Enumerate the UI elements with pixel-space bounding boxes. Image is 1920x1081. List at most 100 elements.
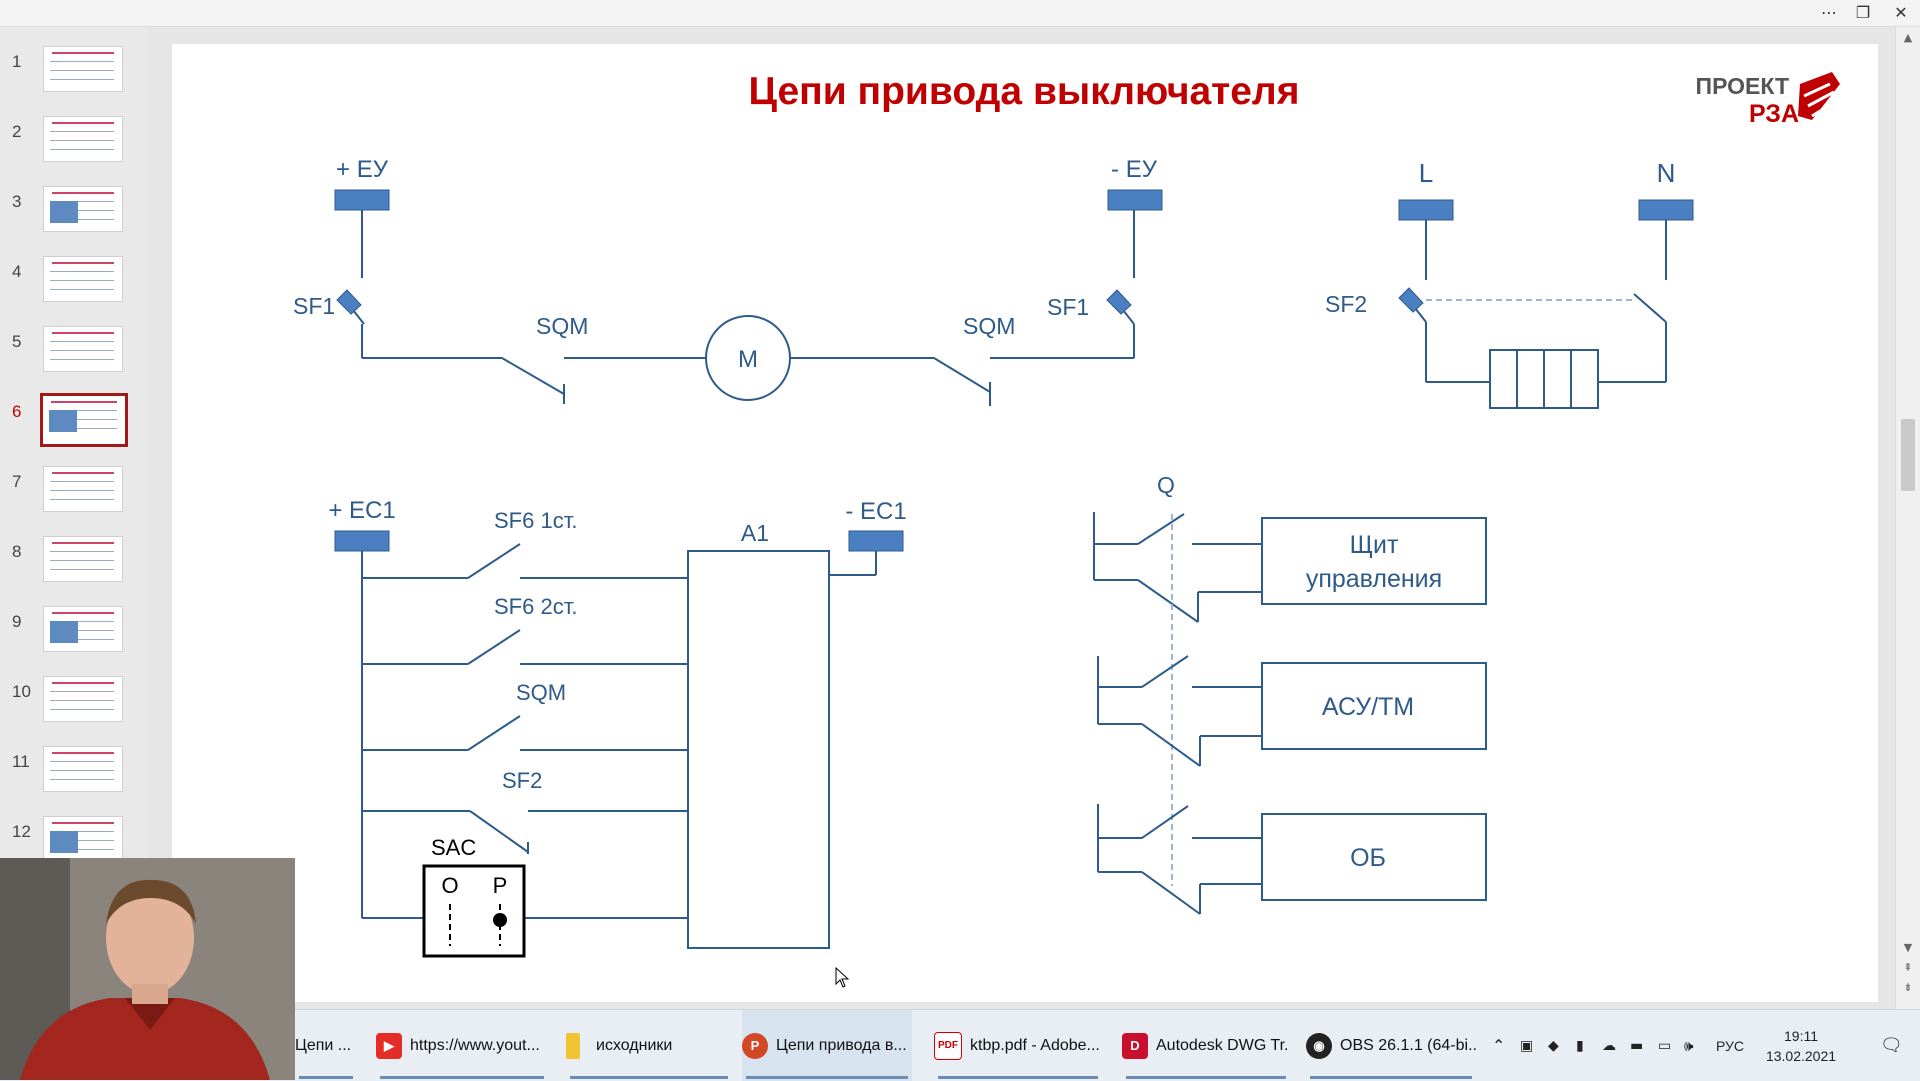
slide-thumbnail-10[interactable]: 10 (0, 674, 148, 730)
slide-thumbnail-3[interactable]: 3 (0, 184, 148, 240)
heater-circuit (1403, 220, 1667, 409)
vertical-scrollbar[interactable]: ▲ ▼ ⇞ ⇟ (1895, 27, 1920, 1009)
clock-time: 19:11 (1784, 1027, 1818, 1044)
output-panel-line2: управления (1306, 565, 1442, 593)
sf2-heater-label: SF2 (1325, 291, 1367, 317)
slide-preview (43, 46, 123, 92)
bus-minus-ec1: - ЕС1 (845, 498, 906, 525)
aux-q-label: Q (1157, 472, 1175, 498)
language-indicator[interactable]: РУС (1716, 1037, 1745, 1054)
slide-preview (43, 606, 123, 652)
sac-position-r: Р (493, 873, 508, 898)
slide-number: 2 (12, 122, 22, 141)
webcam-overlay (0, 858, 295, 1080)
network-icon[interactable]: ▭ (1658, 1037, 1672, 1054)
microphone-icon[interactable]: ▮ (1576, 1037, 1584, 1054)
slide-number: 12 (12, 822, 31, 841)
slide-preview (43, 116, 123, 162)
slide-preview (43, 466, 123, 512)
slide-preview (43, 746, 123, 792)
control-terminals (334, 530, 904, 552)
slide-title: Цепи привода выключателя (749, 70, 1300, 113)
motor-label: M (738, 346, 758, 373)
slide-thumbnail-7[interactable]: 7 (0, 464, 148, 520)
more-options-icon[interactable]: ⋯ (1821, 3, 1837, 22)
restore-window-icon[interactable]: ❐ (1855, 3, 1871, 22)
contact-label-3: SQM (516, 680, 566, 705)
slide-thumbnail-12[interactable]: 12 (0, 814, 148, 859)
taskbar-label: Цепи привода в... (776, 1036, 907, 1054)
taskbar-item-pdf[interactable]: PDF ktbp.pdf - Adobe... (934, 1010, 1102, 1081)
sqm-right-label: SQM (963, 313, 1015, 339)
sac-position-o: О (441, 873, 458, 898)
slide-preview (43, 816, 123, 859)
slide-thumbnail-11[interactable]: 11 (0, 744, 148, 800)
tray-app-icon[interactable]: ▣ (1520, 1037, 1534, 1054)
slide-thumbnail-5[interactable]: 5 (0, 324, 148, 380)
system-tray: ⌃ ▣ ◆ ▮ ☁ ▬ ▭ 🕪 РУС 19:11 13.02.2021 🗨 (1484, 1010, 1920, 1081)
dwg-trueview-icon: D (1122, 1032, 1148, 1059)
slide-thumbnail-1[interactable]: 1 (0, 44, 148, 100)
next-slide-icon[interactable]: ⇟ (1903, 981, 1913, 994)
slide-number: 9 (12, 612, 22, 631)
battery-icon[interactable]: ▬ (1630, 1037, 1644, 1054)
show-hidden-icons-icon[interactable]: ⌃ (1492, 1036, 1506, 1055)
slide-svg: Цепи привода выключателя ПРОЕКТ РЗА (293, 70, 1840, 958)
taskbar-label: Цепи ... (295, 1036, 352, 1054)
bus-plus-ec1: + ЕС1 (328, 497, 395, 524)
sqm-left-label: SQM (536, 313, 588, 339)
notifications-icon[interactable]: 🗨 (1880, 1035, 1903, 1056)
scroll-up-icon[interactable]: ▲ (1903, 31, 1913, 44)
slide-number: 4 (12, 262, 22, 281)
slide-preview (43, 256, 123, 302)
slide-canvas[interactable]: Цепи привода выключателя ПРОЕКТ РЗА (172, 44, 1878, 1002)
slide-preview (43, 326, 123, 372)
taskbar-item-folder[interactable]: исходники (566, 1010, 732, 1081)
bus-minus-ey: - ЕУ (1111, 156, 1158, 183)
slide-number: 8 (12, 542, 22, 561)
onedrive-icon[interactable]: ☁ (1602, 1037, 1616, 1054)
window-titlebar: ⋯ ❐ ✕ (0, 0, 1920, 27)
slide-thumbnail-8[interactable]: 8 (0, 534, 148, 590)
slide-number: 11 (12, 752, 30, 771)
aux-contacts (1093, 512, 1487, 915)
taskbar-label: Autodesk DWG Tr... (1156, 1036, 1290, 1054)
output-asu-tm: АСУ/ТМ (1322, 693, 1414, 721)
phase-l-label: L (1419, 158, 1433, 188)
logo-text-bottom: РЗА (1749, 100, 1799, 128)
slide-thumbnail-6[interactable]: 6 (0, 393, 148, 450)
slide-preview (43, 676, 123, 722)
clock[interactable]: 19:11 13.02.2021 (1762, 1028, 1840, 1064)
close-window-icon[interactable]: ✕ (1894, 3, 1908, 22)
output-ob: ОБ (1350, 844, 1386, 872)
taskbar-label: OBS 26.1.1 (64-bi... (1340, 1036, 1476, 1054)
taskbar-item-obs[interactable]: ◉ OBS 26.1.1 (64-bi... (1306, 1010, 1476, 1081)
motor-terminals (334, 189, 1163, 315)
previous-slide-icon[interactable]: ⇞ (1903, 961, 1913, 974)
sac-selector[interactable]: О Р (422, 864, 526, 958)
scroll-down-icon[interactable]: ▼ (1903, 941, 1913, 954)
slide-number: 10 (12, 682, 31, 701)
slide-preview (43, 186, 123, 232)
taskbar-item-youtube[interactable]: ▶ https://www.yout... (376, 1010, 548, 1081)
sf1-left-label: SF1 (293, 293, 335, 319)
project-rza-logo: ПРОЕКТ РЗА (1696, 72, 1840, 128)
slide-thumbnail-4[interactable]: 4 (0, 254, 148, 310)
taskbar-item-dwg[interactable]: D Autodesk DWG Tr... (1122, 1010, 1290, 1081)
sf1-right-label: SF1 (1047, 294, 1089, 320)
taskbar-item-powerpoint-small[interactable]: Цепи ... (295, 1010, 357, 1081)
dropbox-icon[interactable]: ◆ (1548, 1037, 1559, 1054)
volume-icon[interactable]: 🕪 (1684, 1036, 1694, 1055)
sac-label: SAC (431, 835, 476, 860)
slide-number: 5 (12, 332, 22, 351)
slide-number: 3 (12, 192, 22, 211)
taskbar-item-powerpoint[interactable]: P Цепи привода в... (742, 1010, 912, 1081)
slide-thumbnail-9[interactable]: 9 (0, 604, 148, 660)
clock-date: 13.02.2021 (1765, 1047, 1837, 1064)
scrollbar-thumb[interactable] (1901, 419, 1915, 491)
slide-thumbnail-2[interactable]: 2 (0, 114, 148, 170)
windows-taskbar: Цепи ... ▶ https://www.yout... исходники… (0, 1009, 1920, 1081)
control-circuit (361, 543, 877, 949)
slide-number: 1 (12, 52, 22, 71)
